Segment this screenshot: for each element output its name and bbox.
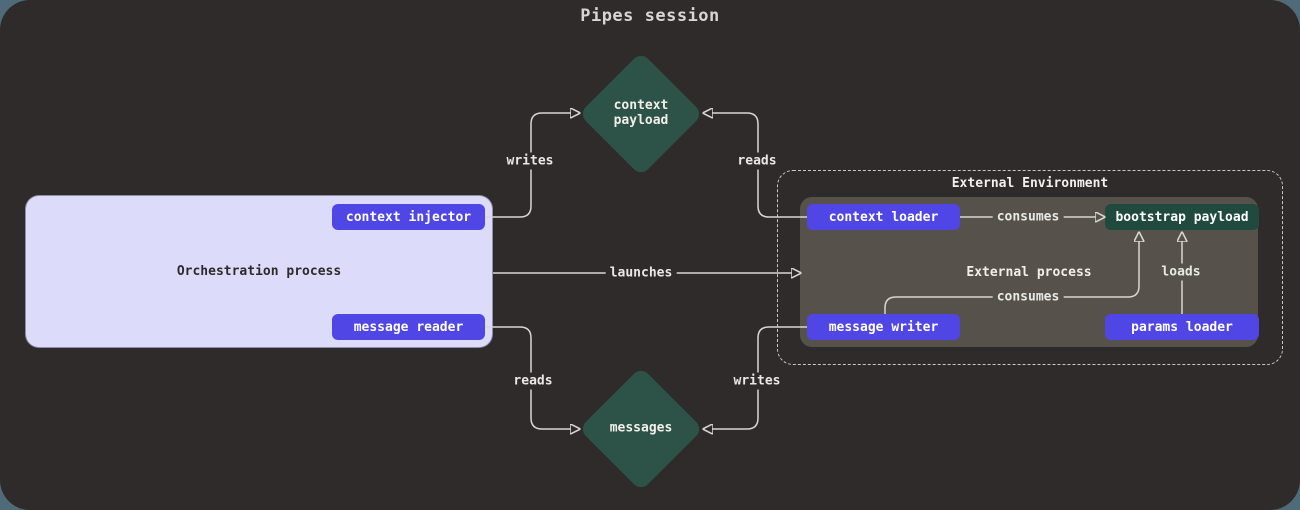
context-loader-button[interactable]: context loader (807, 204, 960, 230)
edge-label-writes-top: writes (502, 152, 558, 170)
orchestration-process-label: Orchestration process (176, 264, 342, 279)
params-loader-button[interactable]: params loader (1105, 314, 1259, 340)
edge-label-reads-bottom: reads (509, 372, 557, 390)
edge-label-consumes-bottom: consumes (992, 288, 1064, 306)
edge-label-reads-top: reads (733, 152, 781, 170)
context-injector-button[interactable]: context injector (332, 204, 485, 230)
message-writer-button[interactable]: message writer (807, 314, 960, 340)
edge-label-launches: launches (605, 264, 677, 282)
bootstrap-payload-node[interactable]: bootstrap payload (1105, 204, 1259, 230)
edge-label-writes-bottom: writes (729, 372, 785, 390)
message-reader-button[interactable]: message reader (332, 314, 485, 340)
external-environment-box (777, 170, 1283, 365)
context-payload-label: context payload (613, 98, 669, 128)
edge-label-loads: loads (1157, 263, 1205, 281)
diagram-title: Pipes session (580, 6, 720, 26)
external-environment-label: External Environment (951, 176, 1109, 191)
edge-label-consumes-top: consumes (992, 208, 1064, 226)
messages-label: messages (609, 420, 673, 436)
